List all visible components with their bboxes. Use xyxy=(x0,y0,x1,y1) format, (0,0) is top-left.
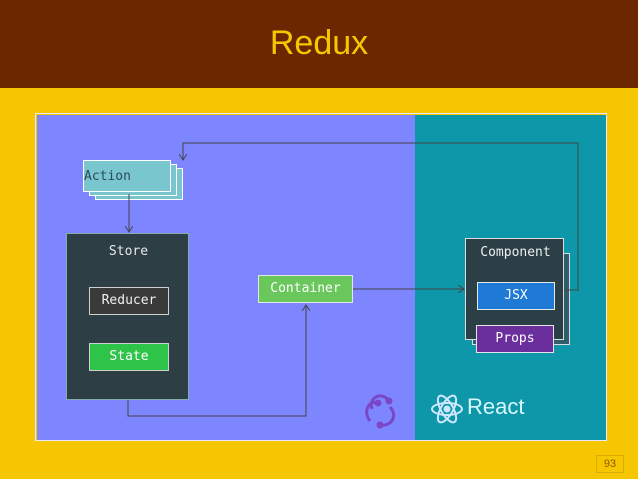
react-logo-text: React xyxy=(467,394,525,419)
page-number: 93 xyxy=(596,455,624,473)
store-label: Store xyxy=(108,244,149,259)
action-label: Action xyxy=(84,169,131,184)
action-node: Action xyxy=(83,160,171,192)
jsx-node: JSX xyxy=(477,282,555,310)
state-node: State xyxy=(89,343,169,371)
props-node: Props xyxy=(476,325,554,353)
header-bar xyxy=(0,0,638,88)
component-label: Component xyxy=(480,245,551,260)
slide-title: Redux xyxy=(269,24,369,62)
container-node: Container xyxy=(258,275,353,303)
store-node: Store xyxy=(66,233,189,400)
reducer-node: Reducer xyxy=(89,287,169,315)
